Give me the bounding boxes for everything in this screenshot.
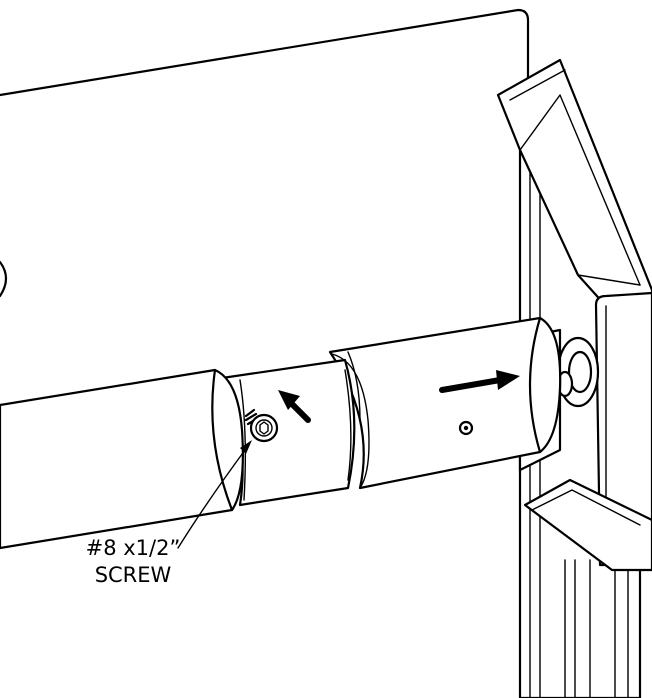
callout-leader bbox=[177, 445, 249, 549]
back-panel bbox=[0, 8, 530, 332]
callout-type: SCREW bbox=[94, 563, 172, 587]
callout-size: #8 x1/2” bbox=[85, 536, 181, 560]
left-tube bbox=[0, 368, 244, 550]
lower-shelf bbox=[523, 478, 652, 572]
arrow-icon bbox=[278, 390, 311, 423]
right-sleeve bbox=[328, 316, 562, 490]
slide-arrow-icon bbox=[439, 370, 520, 393]
screw-callout: #8 x1/2” SCREW bbox=[58, 535, 208, 589]
plate-bolt bbox=[556, 336, 600, 408]
cropped-ring bbox=[0, 260, 8, 298]
screw-icon bbox=[244, 408, 279, 443]
leader-arrowhead bbox=[240, 440, 252, 454]
